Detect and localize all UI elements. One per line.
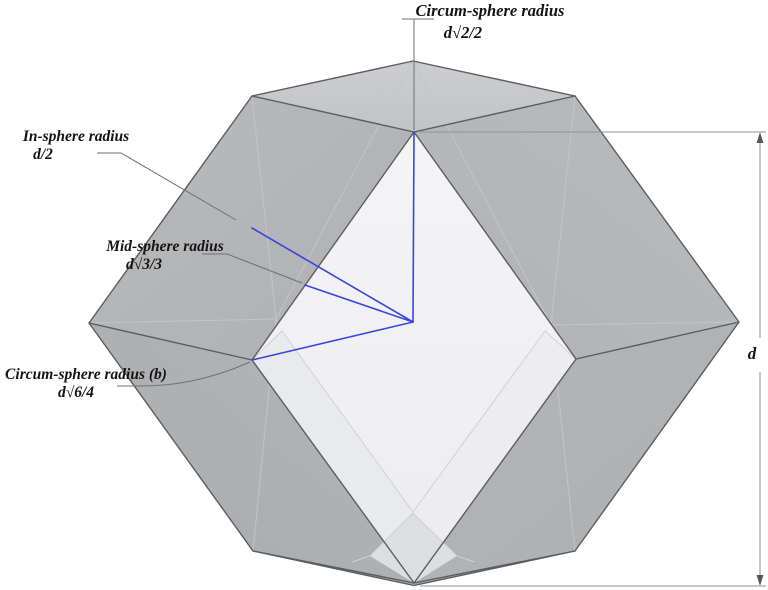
radius-lines <box>251 131 415 361</box>
circum-b-value: d√6/4 <box>58 384 94 401</box>
face-lower-right <box>414 322 739 583</box>
leader-in-sphere <box>97 152 237 221</box>
interior-wall-lines <box>251 330 577 563</box>
face-lower-left <box>89 323 414 583</box>
leader-lines <box>97 18 434 387</box>
leader-mid-sphere <box>202 253 303 284</box>
arrow-down-icon <box>756 575 764 586</box>
dimension-d: d <box>420 131 766 587</box>
mid-sphere-title: Mid-sphere radius <box>105 238 224 255</box>
arrow-up-icon <box>756 132 764 143</box>
in-sphere-radius-line <box>251 227 414 323</box>
mid-sphere-value: d√3/3 <box>126 256 162 273</box>
annotations: Circum-sphere radius d√2/2 In-sphere rad… <box>5 1 564 401</box>
leader-circum-b <box>117 361 251 387</box>
circum-b-title: Circum-sphere radius (b) <box>5 366 167 383</box>
extension-lines <box>420 131 766 587</box>
opening-rim <box>251 131 577 584</box>
circum-sphere-radius-line <box>412 131 415 323</box>
interior-wall-left <box>252 331 414 583</box>
dimension-label: d <box>748 344 757 363</box>
face-upper-right <box>414 96 739 359</box>
interior-bottom-face <box>370 513 457 583</box>
interior-wall-right <box>413 331 576 583</box>
circum-top-value: d√2/2 <box>444 23 482 42</box>
hidden-edges <box>88 60 740 586</box>
in-sphere-value: d/2 <box>33 146 53 163</box>
leader-circum-top <box>402 18 434 130</box>
circum-sphere-radius-b-line <box>251 321 414 361</box>
in-sphere-title: In-sphere radius <box>22 128 129 145</box>
silhouette-outline <box>88 60 740 587</box>
mid-sphere-radius-line <box>304 284 414 323</box>
circum-top-title: Circum-sphere radius <box>416 1 565 20</box>
